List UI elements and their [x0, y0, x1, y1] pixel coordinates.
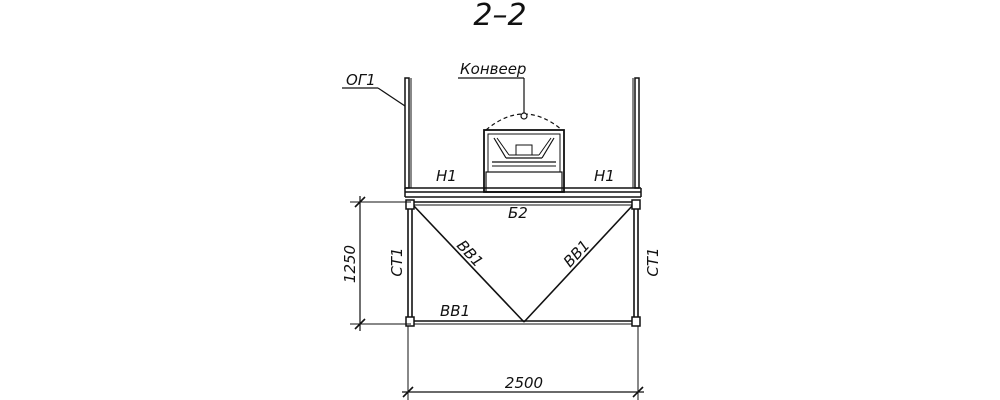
post-label-right: СТ1 [644, 247, 662, 276]
conveyor [458, 77, 565, 193]
beam-label: Б2 [508, 204, 528, 222]
floor-label-right: Н1 [594, 167, 615, 185]
railing-leader [342, 87, 406, 107]
truss-frame [405, 199, 641, 327]
post-label-left: СТ1 [388, 247, 406, 276]
conveyor-label: Конвеер [460, 60, 526, 78]
railing-left [404, 77, 412, 189]
railing-label: ОГ1 [346, 71, 376, 89]
section-title: 2–2 [473, 0, 526, 33]
floor-deck [404, 187, 642, 198]
railing-right [632, 77, 640, 189]
brace-label-right: ВВ1 [560, 236, 594, 270]
height-dimension [350, 196, 411, 331]
brace-label-left: ВВ1 [453, 236, 487, 270]
floor-label-left: Н1 [436, 167, 457, 185]
height-dimension-value: 1250 [341, 245, 359, 283]
width-dimension [402, 326, 644, 400]
width-dimension-value: 2500 [505, 374, 543, 392]
brace-label-bottom: ВВ1 [440, 302, 470, 320]
